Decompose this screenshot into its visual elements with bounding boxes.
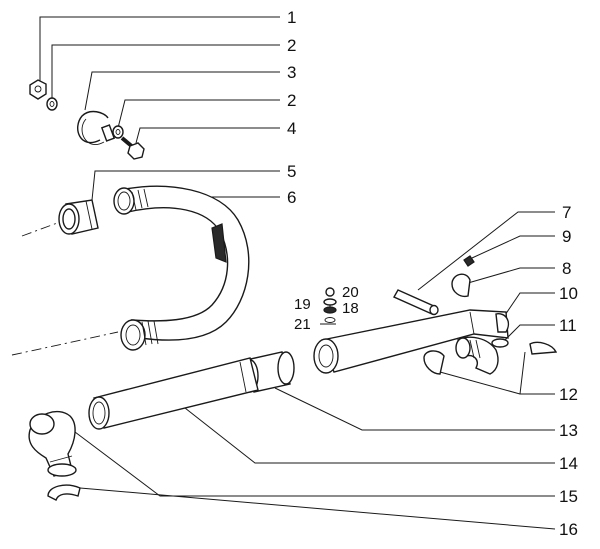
clamp-part-3 <box>77 110 116 145</box>
callout-18: 18 <box>342 300 359 317</box>
callout-10: 10 <box>559 284 578 303</box>
elbow-pipe-part-15 <box>28 411 77 477</box>
tapered-pipe-part-10 <box>313 309 510 374</box>
callout-1: 1 <box>287 8 296 27</box>
small-parts-stack <box>323 287 337 323</box>
leader-lines <box>11 16 556 530</box>
callout-4: 4 <box>287 119 296 138</box>
pin-part-7 <box>393 289 439 316</box>
callout-12: 12 <box>559 385 578 404</box>
callout-11: 11 <box>559 316 577 335</box>
half-clamp-part-8 <box>451 273 471 298</box>
bolt-part-4 <box>120 136 145 160</box>
callout-20: 20 <box>342 284 359 301</box>
callout-3: 3 <box>287 63 296 82</box>
washer-part-2b <box>112 125 124 139</box>
bent-pipe-part-6 <box>113 185 250 351</box>
clip-part-12a <box>423 350 445 375</box>
callout-14: 14 <box>559 454 578 473</box>
clip-part-16 <box>47 484 81 501</box>
callout-5: 5 <box>287 162 296 181</box>
fitting-part-9 <box>463 255 475 267</box>
callout-8: 8 <box>562 259 571 278</box>
callout-2b: 2 <box>287 91 296 110</box>
callout-19: 19 <box>294 296 311 313</box>
washer-part-2a <box>46 97 58 111</box>
straight-pipe-part-14 <box>88 357 259 430</box>
callout-15: 15 <box>559 487 578 506</box>
elbow-fitting-part-11 <box>455 336 509 375</box>
nut-part-1 <box>29 79 47 100</box>
callout-9: 9 <box>562 227 571 246</box>
callout-16: 16 <box>559 520 578 539</box>
callout-labels: 1 2 3 2 4 5 6 7 9 8 10 11 12 13 14 15 16… <box>287 8 578 539</box>
callout-13: 13 <box>559 421 578 440</box>
clip-part-12b <box>529 341 558 355</box>
callout-2a: 2 <box>287 36 296 55</box>
callout-21: 21 <box>294 316 311 333</box>
callout-6: 6 <box>287 188 296 207</box>
callout-7: 7 <box>562 203 571 222</box>
coupling-part-5 <box>58 199 99 235</box>
